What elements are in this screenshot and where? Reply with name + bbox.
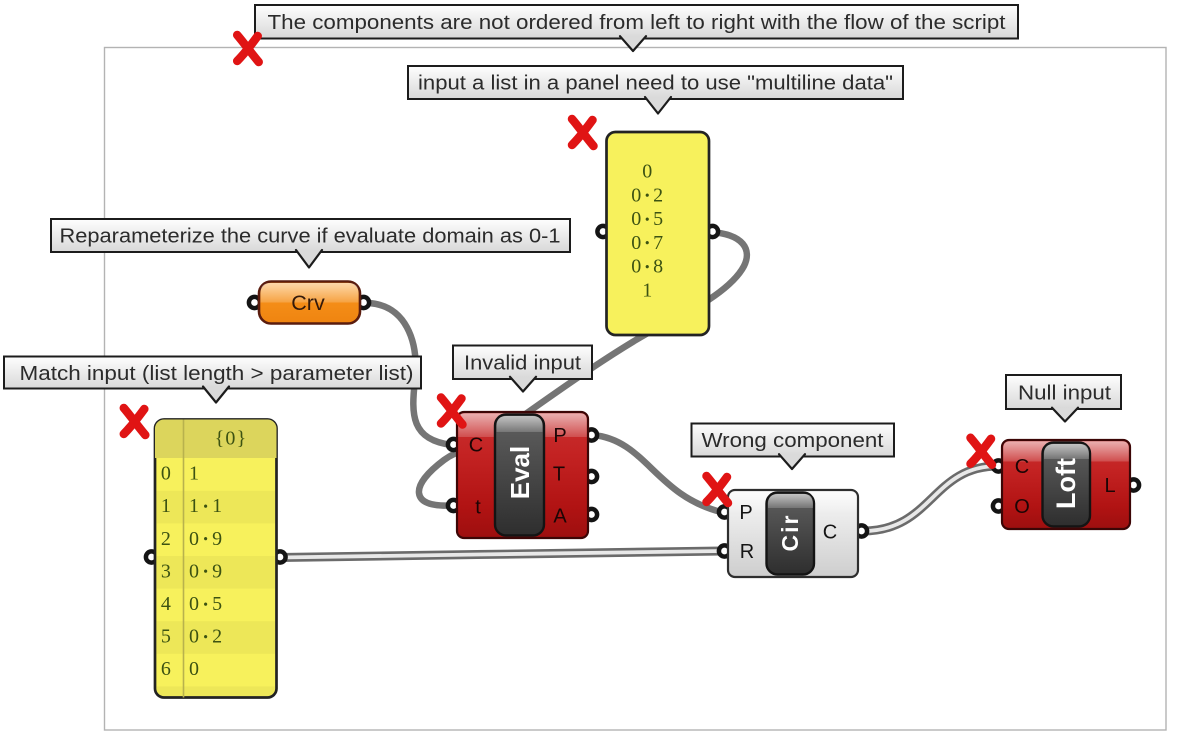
svg-text:0•9: 0•9: [189, 560, 226, 582]
svg-text:0: 0: [642, 161, 656, 183]
svg-text:C: C: [823, 522, 837, 544]
svg-text:Loft: Loft: [1051, 458, 1081, 509]
svg-text:Cir: Cir: [777, 514, 803, 552]
svg-text:Crv: Crv: [291, 291, 325, 315]
svg-text:0•2: 0•2: [189, 626, 226, 648]
svg-text:1•1: 1•1: [189, 495, 226, 517]
svg-text:0•2: 0•2: [631, 184, 667, 206]
svg-text:A: A: [553, 506, 567, 528]
svg-text:{0}: {0}: [215, 428, 248, 450]
svg-text:Null input: Null input: [1018, 383, 1111, 405]
svg-text:6: 6: [161, 658, 175, 680]
svg-text:0•8: 0•8: [631, 256, 667, 278]
svg-text:Match input (list length > par: Match input (list length > parameter lis…: [20, 363, 414, 385]
svg-text:Invalid input: Invalid input: [464, 353, 581, 375]
svg-text:0: 0: [161, 463, 175, 485]
svg-text:C: C: [469, 435, 483, 457]
svg-text:L: L: [1104, 475, 1115, 497]
svg-text:0: 0: [189, 658, 203, 680]
svg-text:P: P: [553, 425, 566, 447]
svg-text:Wrong component: Wrong component: [702, 430, 884, 452]
svg-text:1: 1: [161, 495, 175, 517]
svg-text:0•5: 0•5: [189, 593, 226, 615]
svg-text:0•7: 0•7: [631, 232, 667, 254]
svg-text:5: 5: [161, 626, 175, 648]
svg-text:0•5: 0•5: [631, 208, 667, 230]
svg-text:The components are not ordered: The components are not ordered from left…: [268, 12, 1006, 34]
svg-text:4: 4: [161, 593, 175, 615]
svg-text:1: 1: [189, 463, 203, 485]
svg-text:t: t: [475, 497, 481, 519]
svg-text:1: 1: [642, 280, 656, 302]
svg-text:R: R: [740, 541, 754, 563]
svg-text:0•9: 0•9: [189, 528, 226, 550]
svg-text:C: C: [1015, 456, 1029, 478]
svg-text:3: 3: [161, 560, 175, 582]
svg-text:2: 2: [161, 528, 175, 550]
svg-text:input a list in a panel need t: input a list in a panel need to use "mul…: [418, 73, 893, 95]
svg-text:Eval: Eval: [505, 446, 535, 500]
svg-text:T: T: [553, 464, 565, 486]
svg-text:Reparameterize the curve if ev: Reparameterize the curve if evaluate dom…: [60, 226, 561, 248]
svg-text:P: P: [739, 502, 752, 524]
svg-text:O: O: [1014, 496, 1030, 518]
